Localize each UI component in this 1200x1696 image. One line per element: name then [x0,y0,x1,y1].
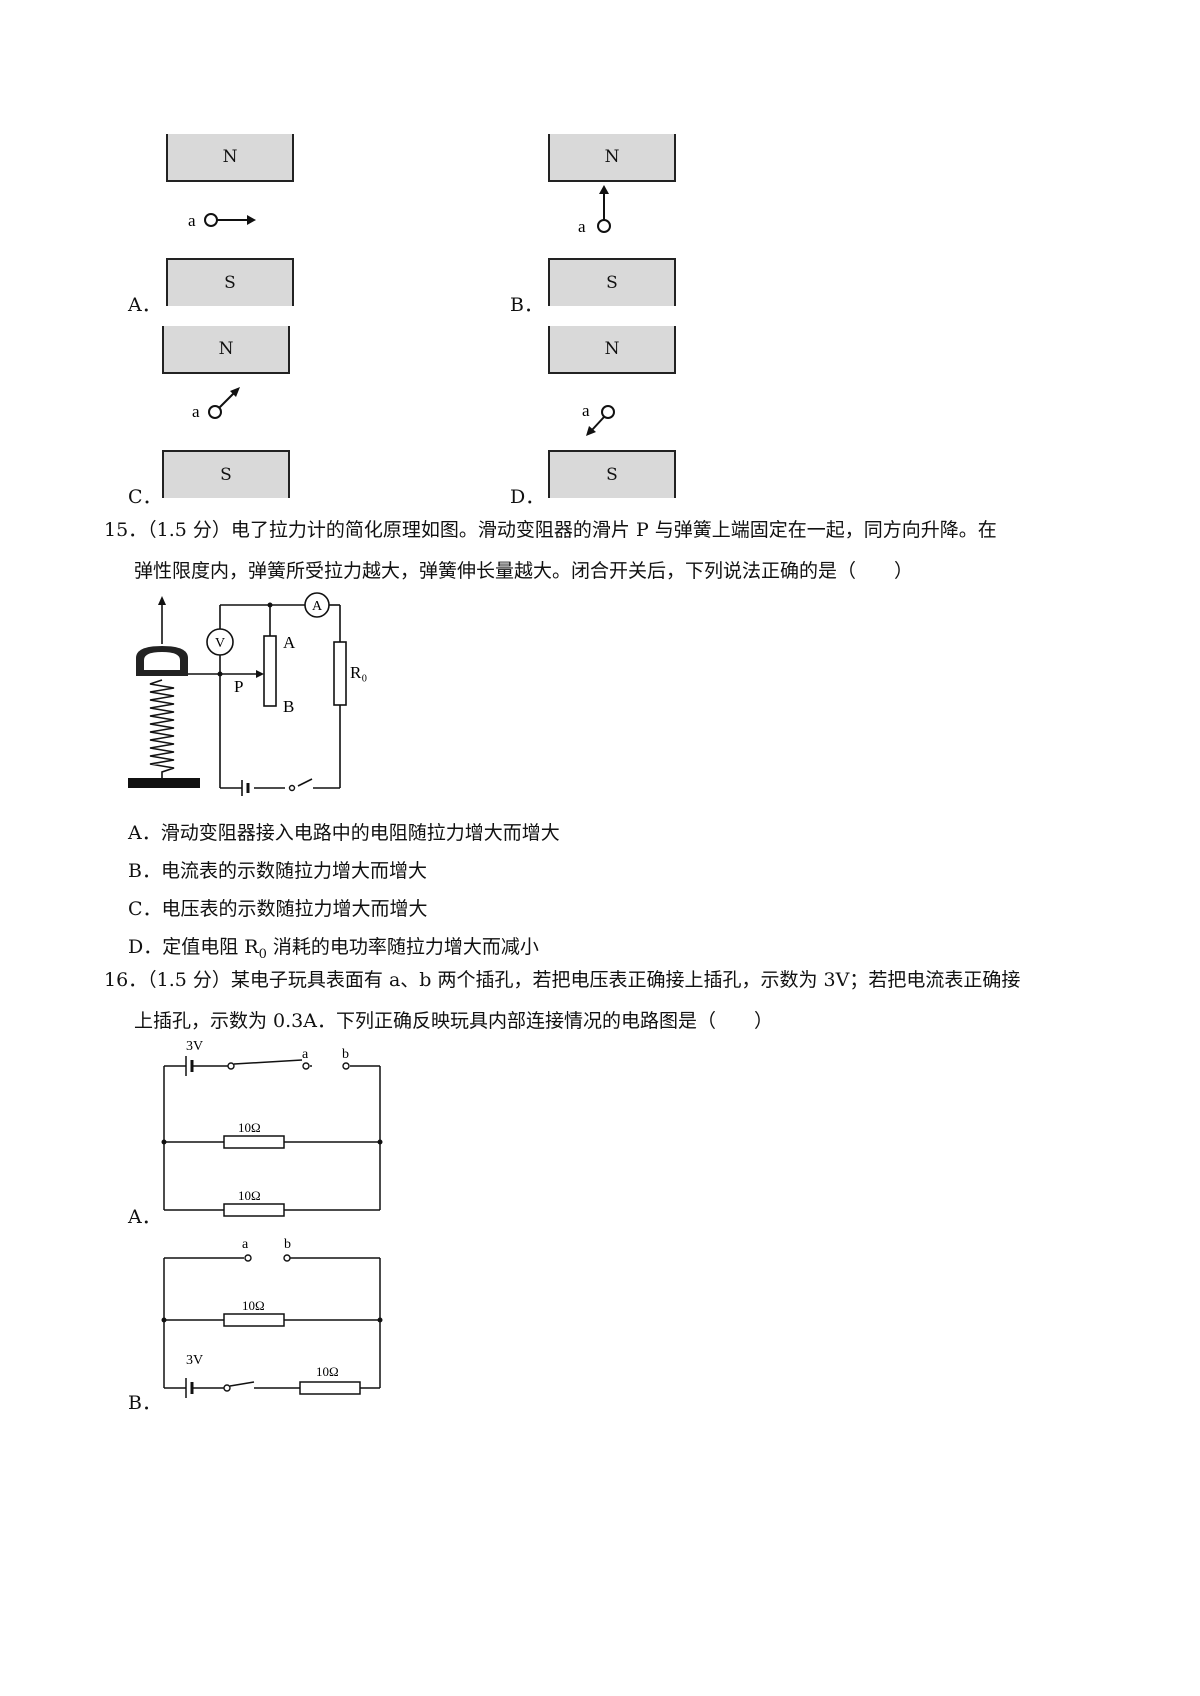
magnet-n-pole: N [162,326,290,374]
magnet-n-pole: N [548,134,676,182]
svg-text:a: a [578,217,586,236]
svg-text:V: V [215,636,225,651]
svg-text:P: P [234,677,243,696]
svg-text:10Ω: 10Ω [238,1188,261,1203]
svg-text:10Ω: 10Ω [242,1298,265,1313]
magnet-s-pole: S [162,450,290,498]
magnet-s-pole: S [548,258,676,306]
particle-a-arrow-up: a [578,185,611,236]
svg-text:A: A [283,633,296,652]
question-16-line2: 上插孔，示数为 0.3A．下列正确反映玩具内部连接情况的电路图是（ ） [134,1010,773,1032]
svg-text:3V: 3V [186,1353,203,1368]
question-16-stem: 16．（1.5 分）某电子玩具表面有 a、b 两个插孔，若把电压表正确接上插孔，… [104,960,1164,1042]
option-label[interactable]: C． [128,486,162,508]
svg-text:a: a [302,1047,309,1062]
magnet-s-pole: S [548,450,676,498]
svg-text:3V: 3V [186,1040,203,1054]
choice-c[interactable]: C．电压表的示数随拉力增大而增大 [128,898,428,920]
option-label[interactable]: B． [128,1392,161,1414]
magnet-n-pole: N [548,326,676,374]
question-15-stem: 15．（1.5 分）电了拉力计的简化原理如图。滑动变阻器的滑片 P 与弹簧上端固… [104,510,1164,592]
question-16-line1: 16．（1.5 分）某电子玩具表面有 a、b 两个插孔，若把电压表正确接上插孔，… [104,969,1021,991]
choice-d[interactable]: D．定值电阻 R0 消耗的电功率随拉力增大而减小 [128,936,539,962]
choice-a[interactable]: A．滑动变阻器接入电路中的电阻随拉力增大而增大 [128,822,560,844]
choice-b[interactable]: B．电流表的示数随拉力增大而增大 [128,860,427,882]
option-label[interactable]: A． [128,1206,161,1228]
svg-text:b: b [342,1047,349,1062]
svg-text:A: A [312,599,323,614]
svg-text:a: a [192,402,200,421]
tension-meter-circuit-diagram: A V A B P R₀ [128,592,367,796]
svg-text:10Ω: 10Ω [238,1120,261,1135]
magnet-s-pole: S [166,258,294,306]
svg-text:10Ω: 10Ω [316,1364,339,1379]
magnet-n-pole: N [166,134,294,182]
svg-text:a: a [242,1237,249,1252]
svg-text:B: B [283,697,294,716]
option-a-circuit: 3V a b 10Ω 10Ω [161,1040,383,1217]
particle-a-arrow-right: a [188,211,256,230]
question-15-line2: 弹性限度内，弹簧所受拉力越大，弹簧伸长量越大。闭合开关后，下列说法正确的是（ ） [134,560,914,582]
svg-text:a: a [188,211,196,230]
option-label[interactable]: B． [510,294,543,316]
option-label[interactable]: A． [128,294,161,316]
particle-a-arrow-diagonal-up: a [192,387,240,421]
option-label[interactable]: D． [510,486,545,508]
svg-text:b: b [284,1237,291,1252]
option-b-circuit: a b 10Ω 3V 10Ω [161,1237,383,1398]
question-15-line1: 15．（1.5 分）电了拉力计的简化原理如图。滑动变阻器的滑片 P 与弹簧上端固… [104,519,997,541]
svg-text:R₀: R₀ [350,663,367,682]
svg-text:a: a [582,401,590,420]
particle-a-arrow-diagonal-down: a [582,401,615,436]
